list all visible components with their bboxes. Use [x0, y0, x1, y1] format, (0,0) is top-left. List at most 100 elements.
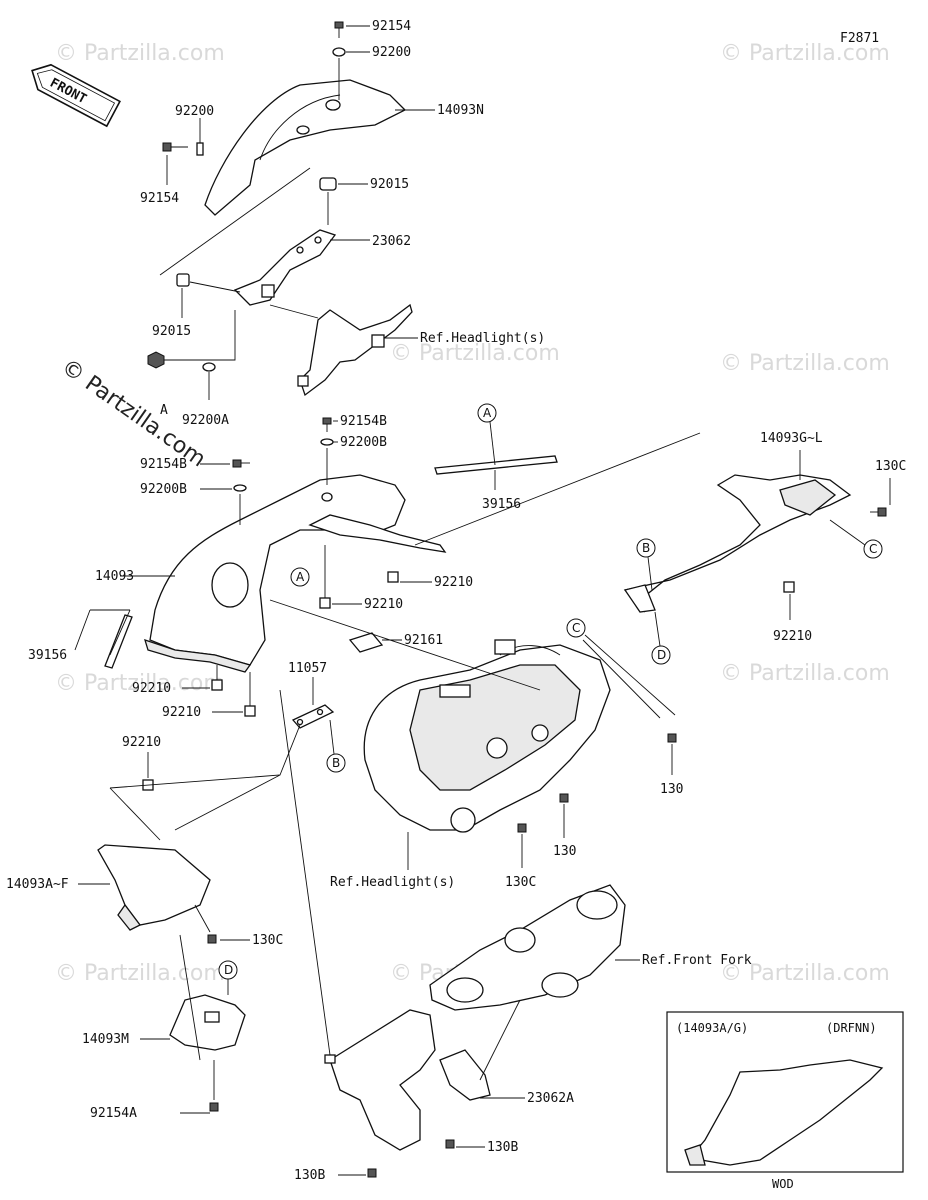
label-11057: 11057 [288, 661, 327, 676]
washer-92200B-upper [320, 438, 334, 446]
watermark: © Partzilla.com [720, 661, 890, 686]
headlight-assembly [363, 639, 611, 833]
label-ref-headlight-upper: Ref.Headlight(s) [420, 331, 545, 346]
front-direction-arrow: FRONT [31, 63, 121, 128]
label-92154B-left: 92154B [140, 457, 187, 472]
bolt-92154B-upper [322, 417, 332, 432]
label-92154B-upper: 92154B [340, 414, 387, 429]
label-92210-a: 92210 [434, 575, 473, 590]
callout-C-panel [863, 539, 883, 559]
label-39156-left: 39156 [28, 648, 67, 663]
callout-A-top-letter: A [483, 406, 492, 420]
strip-39156-right [434, 455, 558, 475]
bolt-130B-left [367, 1168, 377, 1178]
label-ref-headlight-lower: Ref.Headlight(s) [330, 875, 455, 890]
inset-cover-tab [684, 1144, 706, 1166]
bracket-11057 [291, 704, 335, 729]
stay-23062A [324, 1009, 491, 1151]
headlight-bracket-upper [297, 303, 413, 397]
watermark: © Partzilla.com [720, 41, 890, 66]
label-92210-c: 92210 [132, 681, 171, 696]
clip-92210-d [244, 705, 256, 717]
callout-C-headlight [566, 618, 586, 638]
callout-C-panel-letter: C [869, 542, 877, 556]
label-92015-left: 92015 [152, 324, 191, 339]
bolt-130C-mid [517, 823, 527, 833]
label-130B-right: 130B [487, 1140, 518, 1155]
callout-D-panel [651, 645, 671, 665]
label-14093G-L: 14093G~L [760, 431, 823, 446]
label-23062: 23062 [372, 234, 411, 249]
washer-92200B-left [233, 484, 247, 492]
label-92200-left: 92200 [175, 104, 214, 119]
variant-inset: (14093A/G) (DRFNN) WOD [666, 1011, 904, 1191]
label-92200-top: 92200 [372, 45, 411, 60]
grommet-92015-right [319, 177, 337, 191]
inset-side-cover [688, 1059, 884, 1166]
label-130C-left: 130C [252, 933, 283, 948]
label-92210-right: 92210 [773, 629, 812, 644]
label-23062A: 23062A [527, 1091, 574, 1106]
callout-B-panel [636, 538, 656, 558]
inset-model-code: (14093A/G) [676, 1021, 748, 1035]
label-92154-left: 92154 [140, 191, 179, 206]
bolt-130-a [667, 733, 677, 743]
label-130-b: 130 [553, 844, 576, 859]
pad-92161 [348, 632, 384, 653]
label-39156-right: 39156 [482, 497, 521, 512]
bolt-92154A [209, 1102, 219, 1112]
callout-B-panel-letter: B [642, 541, 650, 555]
watermark: © Partzilla.com [720, 961, 890, 986]
label-92210-e: 92210 [122, 735, 161, 750]
label-92200B-left: 92200B [140, 482, 187, 497]
label-92210-d: 92210 [162, 705, 201, 720]
watermark: © Partzilla.com [390, 341, 560, 366]
label-92154A: 92154A [90, 1106, 137, 1121]
callout-A-top [477, 403, 497, 423]
washer-92200-left [196, 142, 204, 156]
label-ref-front-fork: Ref.Front Fork [642, 953, 752, 968]
clip-92210-right [783, 581, 795, 593]
bracket-14093M [169, 994, 246, 1051]
label-92161: 92161 [404, 633, 443, 648]
stay-23062 [233, 229, 337, 306]
front-fork-bracket [429, 884, 626, 1011]
nut-left [147, 351, 165, 369]
callout-C-headlight-letter: C [572, 621, 580, 635]
inset-variant: (DRFNN) [826, 1021, 877, 1035]
strip-39156-left [104, 614, 133, 669]
washer-92200A [202, 362, 216, 372]
bolt-130C-left [207, 934, 217, 944]
inset-caption: WOD [772, 1177, 794, 1191]
clip-92210-c [211, 679, 223, 691]
bolt-130B-right [445, 1139, 455, 1149]
label-14093: 14093 [95, 569, 134, 584]
callout-B-bracket [326, 753, 346, 773]
label-92210-b: 92210 [364, 597, 403, 612]
label-92154-top: 92154 [372, 19, 411, 34]
label-92200A: 92200A [182, 413, 229, 428]
label-130B-left: 130B [294, 1168, 325, 1183]
callout-B-bracket-letter: B [332, 756, 340, 770]
label-92200B-upper: 92200B [340, 435, 387, 450]
meter-cover-14093N [204, 79, 407, 216]
label-130C-right: 130C [875, 459, 906, 474]
label-14093A-F: 14093A~F [6, 877, 69, 892]
side-cover-14093A-F [97, 844, 211, 931]
callout-D-panel-letter: D [657, 648, 666, 662]
label-A-nut: A [160, 403, 168, 418]
callout-A-cowl [290, 567, 310, 587]
callout-D-bracket-letter: D [224, 963, 233, 977]
upper-cowl-14093 [144, 474, 447, 673]
label-14093M: 14093M [82, 1032, 129, 1047]
callout-A-cowl-letter: A [296, 570, 305, 584]
washer-92200-top [332, 47, 346, 57]
side-panel-14093G-L [623, 474, 852, 613]
bolt-92154-top [334, 21, 344, 38]
watermark: © Partzilla.com [55, 671, 225, 696]
bolt-130C-right [870, 507, 887, 517]
grommet-92015-left [176, 273, 190, 287]
bolt-130-b [559, 793, 569, 803]
bolt-92154B-left [232, 459, 250, 468]
